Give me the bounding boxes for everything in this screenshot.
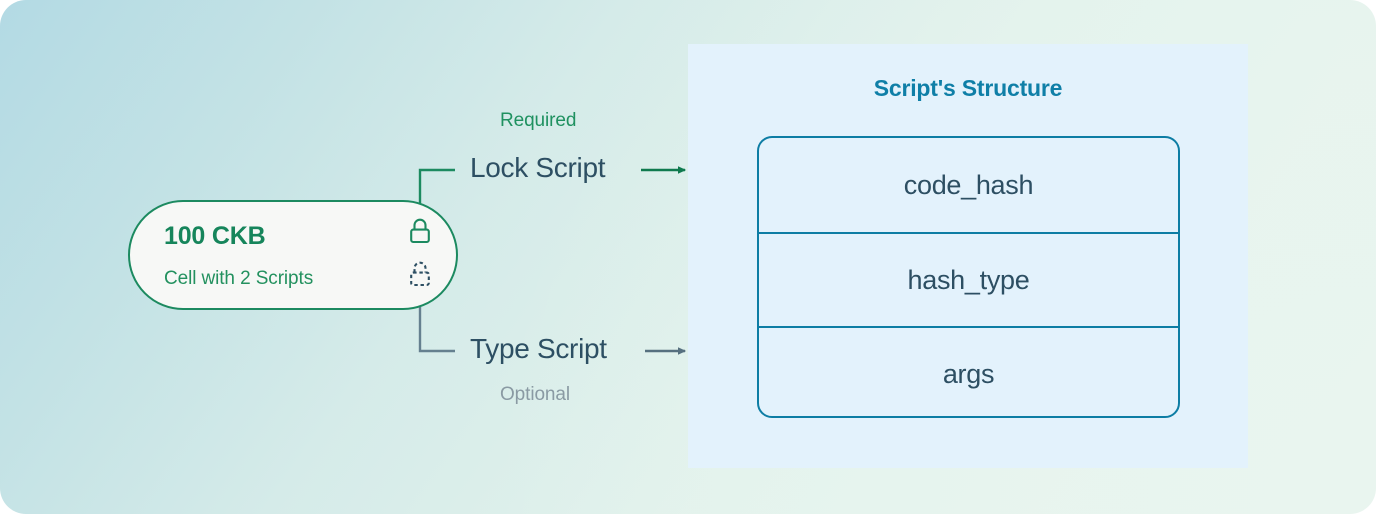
- structure-fields-box: code_hash hash_type args: [757, 136, 1180, 418]
- structure-row-code-hash: code_hash: [903, 169, 1034, 200]
- structure-row-hash-type: hash_type: [759, 232, 1178, 326]
- cell-subtitle: Cell with 2 Scripts: [164, 268, 314, 289]
- structure-title: Script's Structure: [873, 75, 1063, 101]
- lock-dashed-icon: [410, 261, 430, 287]
- type-script-note: Optional: [500, 384, 570, 405]
- lock-script-note: Required: [500, 110, 577, 131]
- cell-amount: 100 CKB: [164, 222, 266, 250]
- lock-solid-icon: [410, 218, 430, 244]
- structure-row-args: args: [759, 326, 1178, 416]
- cell-node: 100 CKB Cell with 2 Scripts: [128, 200, 458, 310]
- type-script-label: Type Script: [470, 333, 607, 364]
- script-structure-panel: Script's Structure code_hash hash_type a…: [688, 44, 1248, 468]
- lock-script-label: Lock Script: [470, 152, 606, 183]
